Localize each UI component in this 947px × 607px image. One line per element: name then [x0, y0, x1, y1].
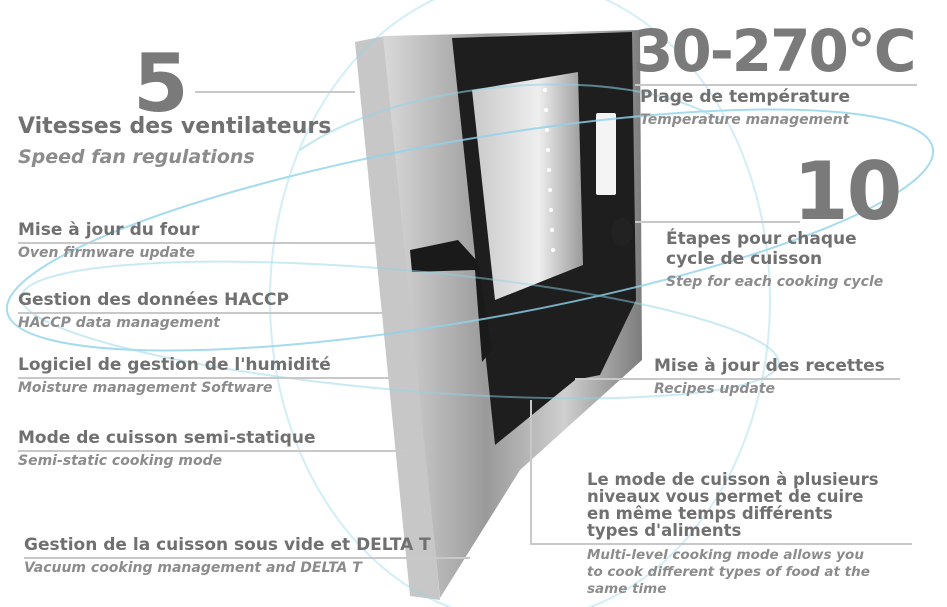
- touchscreen: [596, 113, 616, 195]
- feature-subtitle: Semi-static cooking mode: [18, 453, 223, 469]
- door-handle: [410, 240, 492, 362]
- feature-subtitle: HACCP data management: [18, 315, 220, 331]
- feature-subtitle: Oven firmware update: [18, 245, 196, 261]
- divider-line: [18, 242, 376, 244]
- divider-line: [530, 543, 912, 545]
- temperature-range: 30-270°C: [633, 17, 916, 85]
- feature-title: cycle de cuisson: [666, 249, 823, 269]
- connector-line: [530, 400, 532, 543]
- divider-line: [195, 91, 355, 93]
- feature-subtitle: Temperature management: [640, 112, 850, 128]
- feature-title: Gestion de la cuisson sous vide et DELTA…: [24, 535, 431, 555]
- title-line: niveaux vous permet de cuire: [587, 487, 864, 506]
- feature-subtitle: Vacuum cooking management and DELTA T: [24, 560, 362, 576]
- oven-side-panel: [355, 36, 440, 600]
- subtitle-line: Multi-level cooking mode allows you: [587, 547, 864, 563]
- feature-title: Gestion des données HACCP: [18, 290, 289, 310]
- feature-title: Étapes pour chaque: [666, 229, 857, 249]
- feature-subtitle: Multi-level cooking mode allows you to c…: [587, 547, 870, 598]
- feature-title: Mise à jour du four: [18, 220, 200, 240]
- feature-title: Mise à jour des recettes: [654, 356, 885, 376]
- feature-subtitle: Recipes update: [654, 381, 776, 397]
- cooking-steps-count: 10: [793, 145, 902, 238]
- feature-title: Le mode de cuisson à plusieurs niveaux v…: [587, 471, 879, 539]
- oven-lights: [543, 88, 555, 252]
- title-line: types d'aliments: [587, 521, 742, 540]
- feature-title: Plage de température: [640, 87, 851, 107]
- feature-title: Mode de cuisson semi-statique: [18, 428, 316, 448]
- divider-line: [18, 450, 408, 452]
- divider-line: [635, 84, 917, 86]
- feature-subtitle: Speed fan regulations: [18, 146, 255, 168]
- subtitle-line: same time: [587, 581, 667, 597]
- title-line: Le mode de cuisson à plusieurs: [587, 470, 879, 489]
- feature-title: Logiciel de gestion de l'humidité: [18, 355, 331, 375]
- divider-line: [575, 378, 900, 380]
- divider-line: [635, 221, 800, 223]
- subtitle-line: to cook different types of food at the: [587, 564, 870, 580]
- fan-speed-count: 5: [133, 37, 189, 130]
- divider-line: [18, 312, 388, 314]
- oven-window: [472, 72, 583, 300]
- control-knob: [611, 218, 633, 246]
- feature-subtitle: Moisture management Software: [18, 380, 273, 396]
- divider-line: [24, 557, 470, 559]
- divider-line: [18, 377, 398, 379]
- feature-title: Vitesses des ventilateurs: [18, 114, 332, 139]
- feature-subtitle: Step for each cooking cycle: [666, 274, 884, 290]
- title-line: en même temps différents: [587, 504, 833, 523]
